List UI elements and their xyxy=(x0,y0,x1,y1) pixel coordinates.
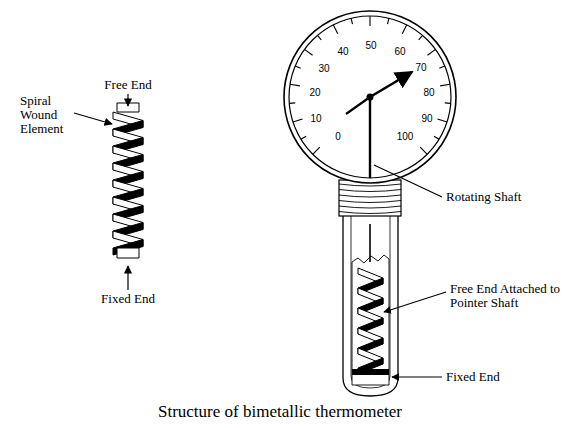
caption: Structure of bimetallic thermometer xyxy=(158,402,402,421)
scale-number: 70 xyxy=(415,62,426,73)
leader-line xyxy=(384,292,446,312)
scale-number: 80 xyxy=(423,87,434,98)
leader-line xyxy=(392,376,442,377)
scale-number: 50 xyxy=(365,40,376,51)
pointer xyxy=(370,72,412,97)
scale-number: 0 xyxy=(335,131,341,142)
scale-number: 90 xyxy=(421,113,432,124)
fixed-end-arrow xyxy=(127,266,128,290)
part-label: Rotating Shaft xyxy=(446,190,521,204)
part-label: Spiral Wound Element xyxy=(20,94,82,136)
scale-number: 10 xyxy=(310,113,321,124)
part-label: Fixed End xyxy=(101,292,155,306)
scale-number: 20 xyxy=(309,87,320,98)
element-arrow xyxy=(74,113,112,124)
spiral-element xyxy=(113,103,143,258)
free-end-arrow xyxy=(127,94,128,106)
part-label: Fixed End xyxy=(446,370,500,384)
stem-tube xyxy=(343,215,398,396)
rotating-shaft xyxy=(369,97,371,180)
leader-line xyxy=(374,165,442,197)
part-label: Free End Attached to Pointer Shaft xyxy=(450,282,562,310)
scale-number: 60 xyxy=(394,46,405,57)
scale-number: 100 xyxy=(397,131,414,142)
cutaway xyxy=(352,255,389,385)
ribbon xyxy=(117,248,139,258)
scale-number: 40 xyxy=(337,46,348,57)
part-label: Free End xyxy=(104,78,151,92)
dial-face xyxy=(289,16,451,178)
scale-number: 30 xyxy=(318,63,329,74)
threaded-neck xyxy=(339,180,401,216)
inner-coil xyxy=(358,268,383,374)
dial-rim xyxy=(284,11,456,183)
